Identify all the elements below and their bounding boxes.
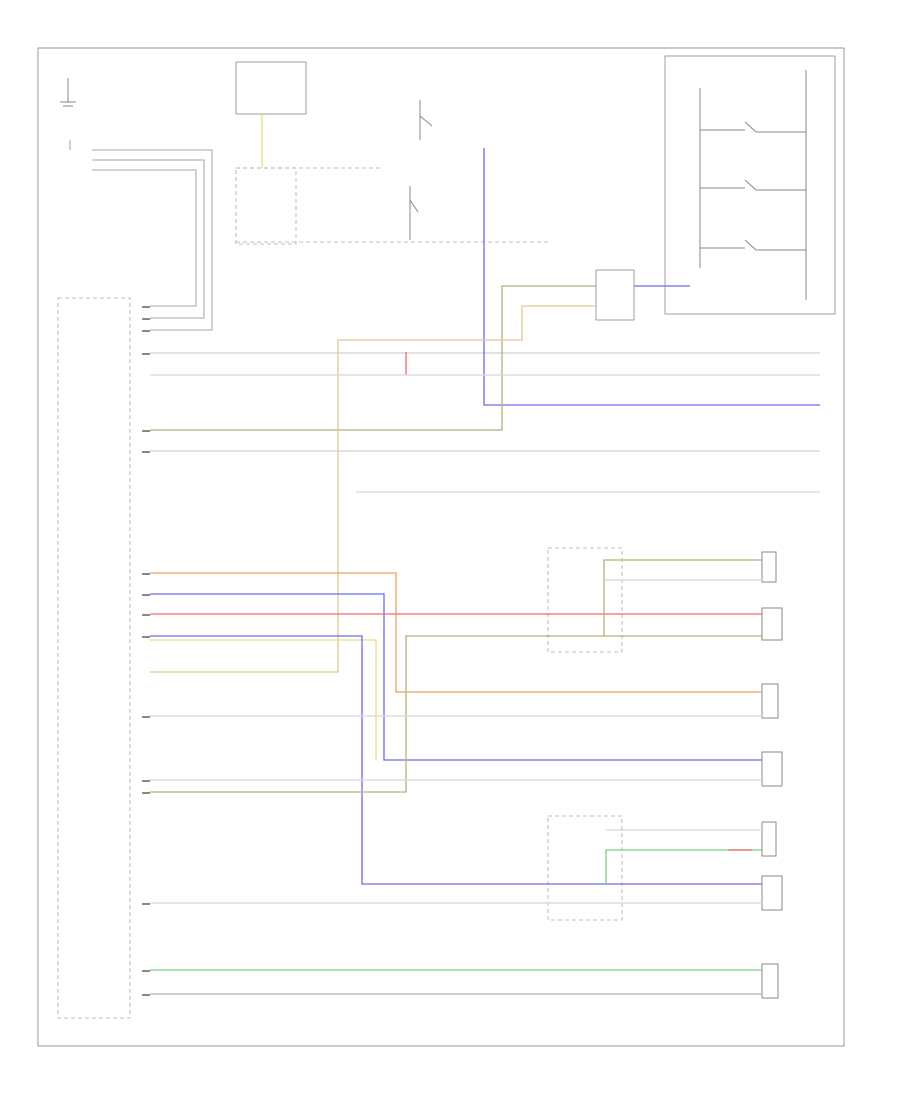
wire-tweeter-right: [603, 559, 762, 636]
wire-gray-bundle-2: [92, 159, 205, 319]
audio-unit-pins: [142, 306, 150, 996]
right-components: [761, 551, 783, 999]
ignition-switch-symbol: [409, 100, 433, 240]
junction-connector: [547, 547, 623, 653]
wire-tan-display-1: [150, 285, 596, 431]
steering-switch-box: [664, 55, 836, 315]
wire-tan-display-2: [150, 305, 596, 673]
wire-blue-mid: [150, 593, 762, 761]
wire-gray-bundle-3: [92, 169, 197, 307]
wire-gray-bundle: [92, 149, 213, 331]
display-module: [595, 269, 635, 321]
diagram-frame: [37, 47, 845, 1047]
audio-unit-outline: [57, 297, 131, 1019]
relay-box: [235, 61, 307, 115]
wire-yellow: [150, 639, 377, 760]
antenna-ground-symbol: [60, 78, 76, 107]
connector-box: [235, 167, 297, 245]
wire-orange: [150, 572, 762, 693]
wire-blue-top: [483, 148, 820, 406]
wire-olive: [150, 635, 762, 793]
steering-switch-contacts: [699, 70, 807, 300]
wire-tweeter-left: [605, 849, 762, 884]
junction-connector-lower: [547, 815, 623, 921]
wire-blue-lower: [150, 635, 762, 885]
